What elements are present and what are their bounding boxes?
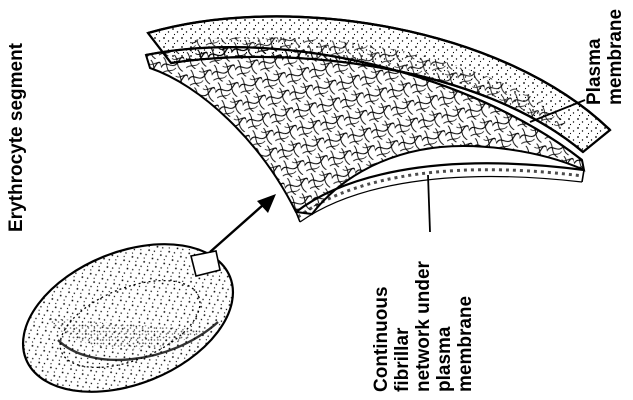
network-leader [428, 175, 430, 232]
plasma-membrane-label-line-2: membrane [605, 9, 626, 105]
network-label-line-5: membrane [455, 296, 476, 392]
plasma-membrane-label: Plasma membrane [584, 9, 626, 105]
plasma-membrane-label-line-1: Plasma [584, 38, 605, 105]
arrow-icon [210, 194, 276, 252]
network-label-line-2: fibrillar [392, 327, 413, 392]
network-label-line-1: Continuous [371, 286, 392, 392]
network-label-line-3: network under [413, 260, 434, 392]
network-label: Continuous fibrillar network under plasm… [371, 260, 476, 392]
network-label-line-4: plasma [434, 326, 455, 392]
title-erythrocyte-segment: Erythrocyte segment [6, 42, 27, 232]
erythrocyte-cell [1, 216, 254, 400]
